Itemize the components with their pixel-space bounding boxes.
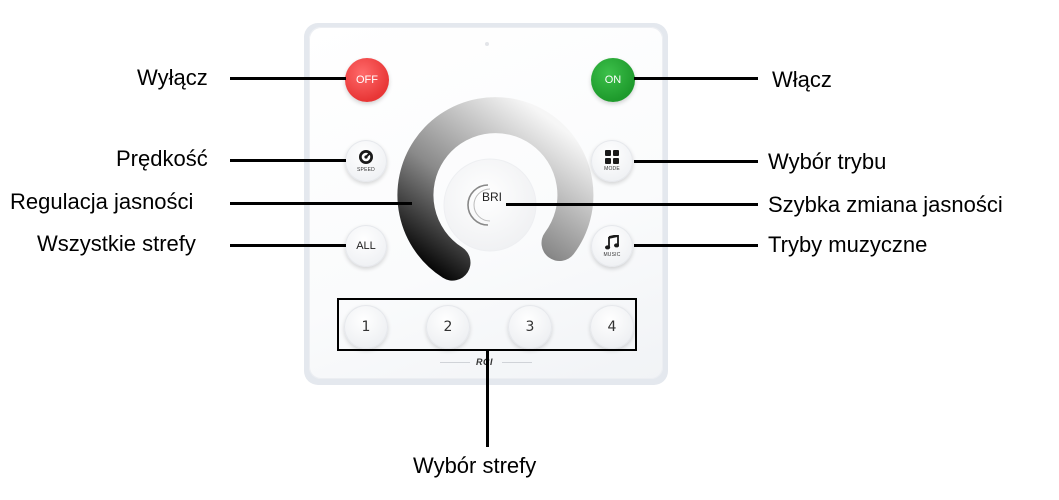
speed-button[interactable]: SPEED xyxy=(345,140,387,182)
bri-button-label[interactable]: BRI xyxy=(481,190,502,204)
label-music-modes: Tryby muzyczne xyxy=(768,232,928,257)
label-brightness-wheel: Regulacja jasności xyxy=(10,189,194,214)
all-zones-button[interactable]: ALL xyxy=(345,225,387,267)
callout-line-music xyxy=(634,244,758,247)
indicator-dot xyxy=(485,42,489,46)
mode-label: MODE xyxy=(604,166,620,172)
zone-2-button[interactable]: 2 xyxy=(426,305,470,349)
callout-line-zones xyxy=(486,351,489,447)
callout-line-bri xyxy=(506,203,758,206)
label-mode: Wybór trybu xyxy=(768,149,887,174)
mode-button[interactable]: MODE xyxy=(591,140,633,182)
callout-line-all xyxy=(230,244,346,247)
zone-3-button[interactable]: 3 xyxy=(508,305,552,349)
label-all-zones: Wszystkie strefy xyxy=(37,231,196,256)
label-zone-select: Wybór strefy xyxy=(413,453,537,478)
music-note-icon xyxy=(605,234,619,249)
bri-arc-icon xyxy=(467,184,489,226)
zone-highlight-box xyxy=(337,298,637,351)
speed-label: SPEED xyxy=(357,167,375,173)
callout-line-on xyxy=(634,77,758,80)
zone-1-button[interactable]: 1 xyxy=(344,305,388,349)
brightness-ring xyxy=(397,97,594,281)
music-button[interactable]: MUSIC xyxy=(591,225,633,267)
off-button[interactable]: OFF xyxy=(345,58,389,102)
callout-line-off xyxy=(230,77,346,80)
label-brightness-quick: Szybka zmiana jasności xyxy=(768,192,1003,217)
music-label: MUSIC xyxy=(603,251,621,258)
callout-line-mode xyxy=(634,160,758,163)
label-off: Wyłącz xyxy=(137,65,208,90)
logo-divider-right xyxy=(502,362,532,363)
brand-logo: RCI xyxy=(476,357,493,367)
label-speed: Prędkość xyxy=(116,146,208,171)
logo-divider-left xyxy=(440,362,470,363)
zone-4-button[interactable]: 4 xyxy=(590,305,634,349)
on-button[interactable]: ON xyxy=(591,58,635,102)
label-on: Włącz xyxy=(772,67,832,92)
speedometer-icon xyxy=(359,150,373,164)
callout-line-wheel xyxy=(230,202,412,205)
callout-line-speed xyxy=(230,159,346,162)
grid-icon xyxy=(605,150,619,164)
